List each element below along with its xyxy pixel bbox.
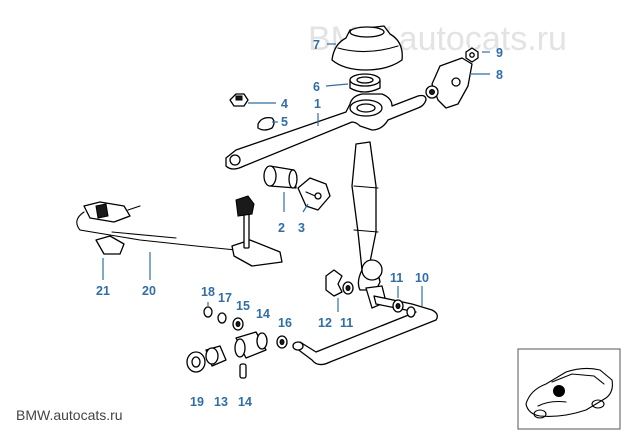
callout-1: 1: [314, 97, 321, 111]
callout-6: 6: [313, 80, 320, 94]
part-7-boot: [331, 25, 403, 71]
part-19-bushing: [186, 351, 206, 373]
car-thumbnail: [517, 348, 621, 430]
callout-11-b: 11: [340, 316, 353, 330]
part-11-washer-b: [392, 299, 404, 313]
switch-bracket: [231, 195, 283, 267]
callout-9: 9: [496, 46, 503, 60]
callout-18: 13: [214, 395, 228, 409]
callout-7: 7: [313, 38, 320, 52]
part-15-washer: [217, 312, 227, 324]
callout-3: 3: [298, 221, 305, 235]
part-18-bushing: [205, 345, 227, 367]
leader-lines: [102, 43, 490, 312]
location-marker-icon: [553, 385, 565, 397]
part-9-nut: [465, 47, 479, 63]
part-20-cable: [76, 211, 237, 251]
callout-5: 5: [281, 115, 288, 129]
part-6-bushing: [349, 73, 381, 93]
part-4-clip: [229, 93, 249, 107]
part-17-pin: [239, 363, 247, 379]
callout-21: 21: [96, 284, 110, 298]
part-8-bracket: [425, 57, 473, 109]
watermark-bottom: BMW.autocats.ru: [16, 407, 123, 423]
callout-10: 10: [415, 271, 429, 285]
part-3-holder: [297, 177, 331, 211]
part-1-lever-arm: [225, 93, 427, 170]
part-21-switch: [83, 201, 141, 255]
callout-14-b: 16: [278, 316, 292, 330]
callout-13: 14: [256, 307, 270, 321]
callout-17: 14: [238, 395, 252, 409]
callout-19: 19: [190, 395, 204, 409]
callout-14-a: 15: [236, 299, 250, 313]
gear-stick: [351, 141, 387, 309]
callout-15: 17: [218, 291, 232, 305]
callout-20: 20: [142, 284, 156, 298]
part-13-bearing: [234, 331, 268, 359]
part-2-mount: [263, 165, 298, 189]
part-14-washer-a: [232, 317, 244, 331]
callout-2: 2: [278, 221, 285, 235]
callouts: 7 6 4 5 1 9 8 2 3 11 10 12 11 18 17 15 1…: [96, 38, 503, 409]
part-14-washer-b: [276, 335, 288, 349]
part-12-clip: [325, 269, 343, 297]
part-5-washer: [257, 116, 275, 131]
callout-8: 8: [496, 68, 503, 82]
part-11-washer-a: [342, 281, 354, 295]
callout-12: 12: [318, 316, 332, 330]
callout-11-a: 11: [390, 271, 403, 285]
callout-16: 18: [201, 285, 215, 299]
callout-4: 4: [281, 97, 288, 111]
part-16-bolt: [203, 306, 213, 318]
part-10-selector-rod: [292, 295, 438, 366]
